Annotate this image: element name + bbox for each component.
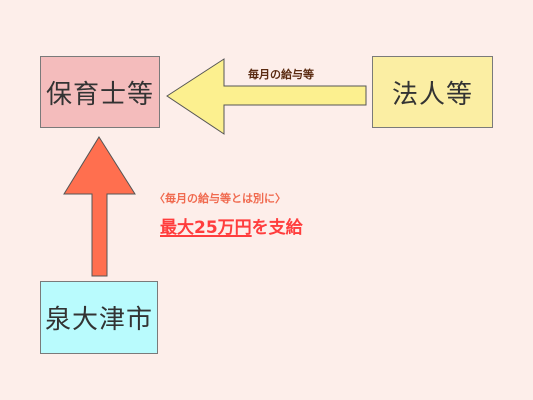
edge-label-note: 〈毎月の給与等とは別に〉 xyxy=(154,192,286,205)
node-hoikushi-label: 保育士等 xyxy=(45,79,154,110)
node-houjin: 法人等 xyxy=(372,56,493,128)
max-amount-suffix: を支給 xyxy=(251,218,303,238)
arrow-houjin-to-hoikushi xyxy=(166,58,367,135)
node-city: 泉大津市 xyxy=(40,281,158,354)
arrow-city-to-hoikushi xyxy=(63,136,136,277)
node-houjin-label: 法人等 xyxy=(391,79,473,110)
node-city-label: 泉大津市 xyxy=(44,305,153,335)
edge-label-monthly-salary: 毎月の給与等 xyxy=(248,68,314,81)
edge-label-max-amount: 最大25万円を支給 xyxy=(160,213,303,238)
node-hoikushi: 保育士等 xyxy=(40,56,160,128)
max-amount-text: 最大25万円 xyxy=(160,218,252,238)
